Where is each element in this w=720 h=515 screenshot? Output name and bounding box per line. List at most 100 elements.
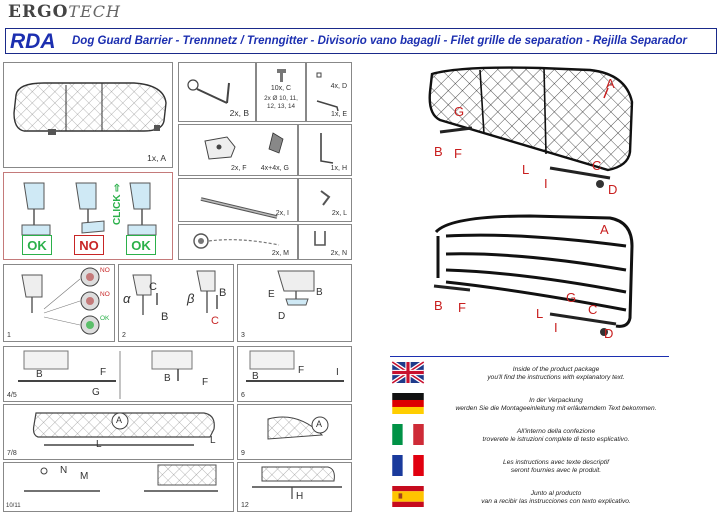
step-9-panel: A 9 xyxy=(237,404,352,460)
photo1-label-f: F xyxy=(454,146,462,161)
fr-flag-icon xyxy=(392,455,424,476)
step-3-panel: E B D 3 xyxy=(237,264,352,342)
step45-label-b: B xyxy=(36,369,43,380)
rod-hook-icon xyxy=(187,79,230,104)
step2-alpha: α xyxy=(123,291,131,306)
photo2-label-d: D xyxy=(604,326,614,341)
photo2-label-a: A xyxy=(600,222,609,237)
step6-label-i: I xyxy=(336,367,339,378)
photo1-label-c: C xyxy=(592,158,602,173)
photo-grille-barrier: A B F G L I C D xyxy=(420,206,650,346)
part-d-e-panel: 4x, D 1x, E xyxy=(306,62,352,122)
part-e-label: 1x, E xyxy=(331,111,347,118)
step2-beta: β xyxy=(187,291,195,306)
lang-fr-line2: seront fournies avec le produit. xyxy=(510,467,602,474)
step-3-drawing xyxy=(277,270,315,306)
step78-label-l: L xyxy=(96,439,102,450)
part-i-panel: 2x, I xyxy=(178,178,298,222)
part-c-qty: 10x, C xyxy=(270,85,292,92)
step-12-number: 12 xyxy=(241,502,249,509)
step1011-label-m: M xyxy=(80,471,89,482)
lang-note-es: Junto al producto van a recibir las inst… xyxy=(425,490,687,506)
click-label: CLICK ⇨ xyxy=(112,183,123,225)
part-b-label: 2x, B xyxy=(229,108,249,118)
step-10-11-number: 10/11 xyxy=(6,503,21,509)
part-d-label: 4x, D xyxy=(330,83,347,90)
part-n-panel: 2x, N xyxy=(298,224,352,260)
step-1-drawing xyxy=(21,267,100,335)
part-a-panel: 1x, A xyxy=(3,62,173,168)
net-barrier-drawing xyxy=(13,82,167,135)
lang-en-line1: Inside of the product package xyxy=(512,366,600,373)
lang-es-line2: van a recibir las instrucciones con text… xyxy=(481,498,631,505)
model-code: RDA xyxy=(10,30,56,53)
step2-label-b2: B xyxy=(219,287,227,299)
part-m-label: 2x, M xyxy=(271,250,289,257)
photo2-label-b: B xyxy=(434,298,443,313)
step-1-number: 1 xyxy=(7,332,11,339)
step-12-panel: H 12 xyxy=(237,462,352,512)
l-key-icon xyxy=(320,133,334,164)
part-h-label: 1x, H xyxy=(330,165,347,172)
photo2-label-f: F xyxy=(458,300,466,315)
lang-es-line1: Junto al producto xyxy=(530,490,582,497)
logo-bold-text: ERGO xyxy=(8,2,69,22)
step1-mark-no-2: NO xyxy=(100,291,110,298)
step3-label-d: D xyxy=(278,311,286,322)
ergotech-logo: ERGOTECH xyxy=(8,2,121,22)
photo2-label-l: L xyxy=(536,306,544,321)
step-4-5-panel: B F G B F 4/5 xyxy=(3,346,234,402)
step1-mark-ok: OK xyxy=(100,315,110,322)
check-ok-1: OK xyxy=(22,235,52,255)
step-10-11-panel: N M 10/11 xyxy=(3,462,234,512)
headrest-drawing xyxy=(21,182,157,236)
part-l-label: 2x, L xyxy=(331,210,347,217)
photo1-label-i: I xyxy=(544,176,548,191)
language-divider xyxy=(390,356,669,358)
step6-label-b: B xyxy=(252,371,259,382)
step45-label-f: F xyxy=(100,367,107,378)
part-h-panel: 1x, H xyxy=(298,124,352,176)
step-7-8-panel: A L L 7/8 xyxy=(3,404,234,460)
es-flag-icon xyxy=(392,486,424,507)
step2-label-c: C xyxy=(149,281,157,293)
de-flag-icon xyxy=(392,393,424,414)
lang-en-line2: you'll find the instructions with explan… xyxy=(487,374,625,381)
step-7-8-drawing xyxy=(32,412,215,446)
step-2-drawing xyxy=(132,270,218,315)
part-c-sizes: 2x Ø 10, 11, 12, 13, 14 xyxy=(264,95,298,110)
photo1-label-g: G xyxy=(454,104,465,119)
photo2-label-g: G xyxy=(566,290,577,305)
step1-mark-no-1: NO xyxy=(100,267,110,274)
bracket-icon xyxy=(204,132,284,160)
lang-note-en: Inside of the product package you'll fin… xyxy=(425,366,687,382)
lang-it-line1: All'interno della confezione xyxy=(516,428,596,435)
step9-label-a: A xyxy=(316,419,323,429)
photo2-label-c: C xyxy=(588,302,598,317)
photo1-label-l: L xyxy=(522,162,530,177)
lang-de-line2: werden Sie die Montageeinleitung mit erl… xyxy=(455,405,657,412)
step-2-panel: α β C B B C 2 xyxy=(118,264,234,342)
step6-label-f: F xyxy=(298,365,305,376)
lang-note-de: In der Verpackung werden Sie die Montage… xyxy=(425,397,687,413)
net-barrier-photo xyxy=(428,66,634,188)
check-no: NO xyxy=(74,235,104,255)
step-6-panel: B F I 6 xyxy=(237,346,352,402)
bolt-icon xyxy=(277,69,286,82)
step-12-drawing xyxy=(252,466,342,499)
strap-icon xyxy=(193,233,280,249)
step-4-5-number: 4/5 xyxy=(7,392,17,399)
photo1-label-b: B xyxy=(434,144,443,159)
part-l-panel: 2x, L xyxy=(298,178,352,222)
step3-label-b: B xyxy=(316,287,323,298)
lang-it-line2: troverete le istruzioni complete di test… xyxy=(482,436,630,443)
tube-icon xyxy=(200,197,278,219)
it-flag-icon xyxy=(392,424,424,445)
part-g-label: 4x+4x, G xyxy=(260,165,289,172)
step78-label-a: A xyxy=(116,415,123,425)
part-i-label: 2x, I xyxy=(275,210,289,217)
lang-fr-line1: Les instructions avec texte descriptif xyxy=(503,459,609,466)
step2-label-c2: C xyxy=(211,315,219,327)
photo1-label-a: A xyxy=(606,76,615,91)
step-9-drawing xyxy=(267,416,329,440)
